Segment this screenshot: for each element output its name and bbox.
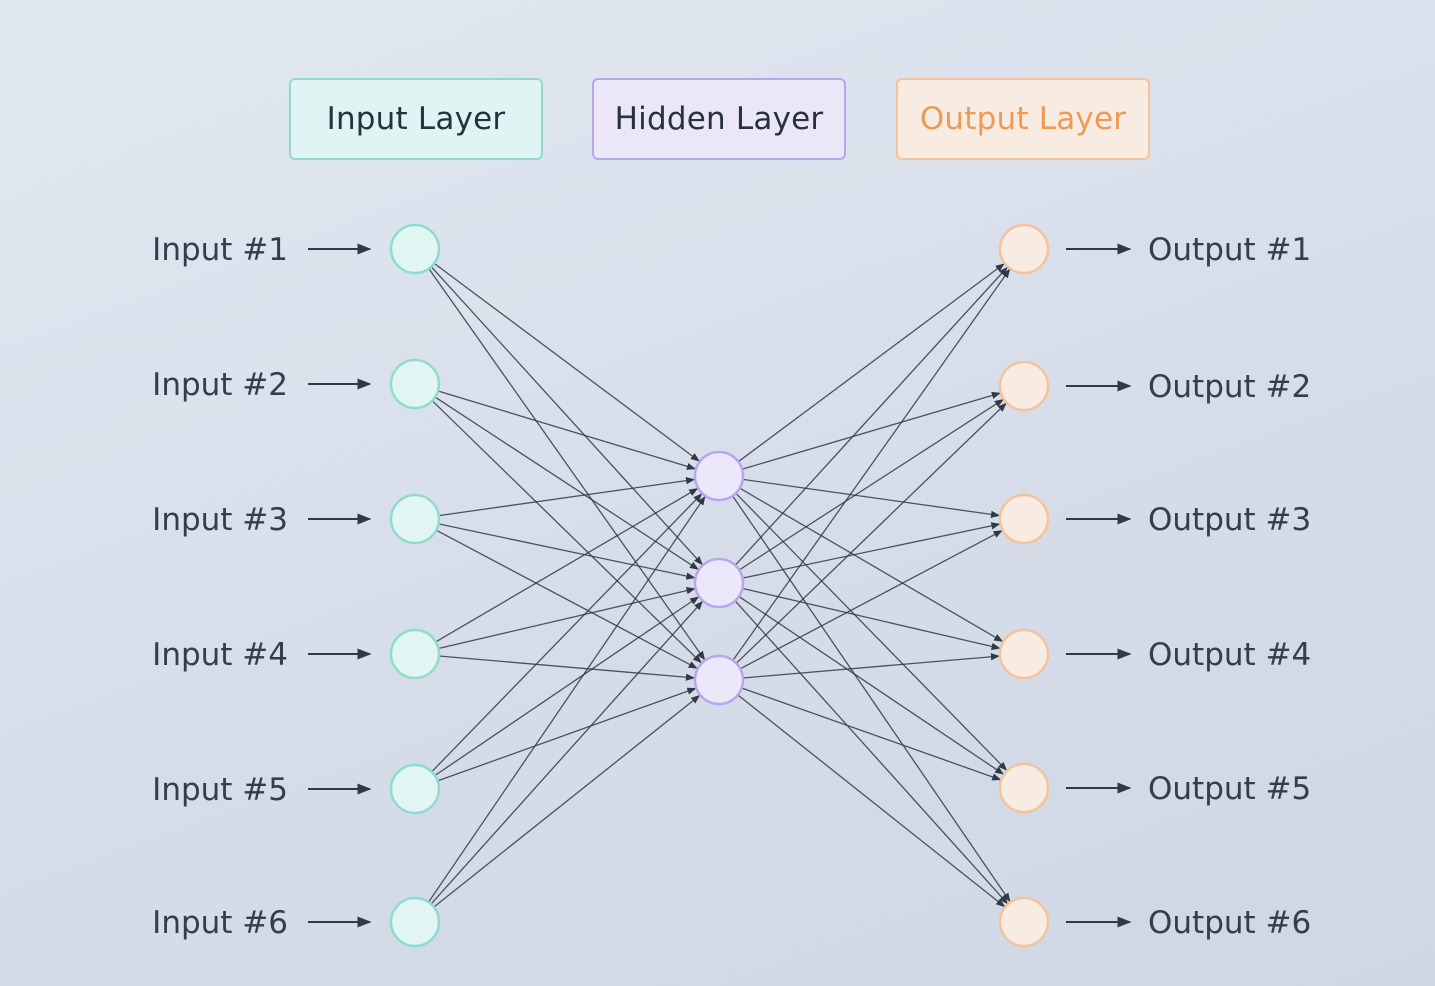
edge-input-4-hidden-1 (435, 488, 699, 643)
edge-input-2-hidden-3 (431, 400, 702, 664)
input-label-4: Input #4 (152, 637, 288, 673)
output-node-5 (998, 762, 1050, 814)
output-node-6 (998, 896, 1050, 948)
edge-hidden-3-output-3 (739, 530, 1003, 670)
edge-hidden-1-output-3 (742, 478, 1001, 518)
output-node-2 (998, 360, 1050, 412)
edge-hidden-2-output-6 (734, 600, 1008, 905)
output-label-1: Output #1 (1148, 232, 1311, 268)
edge-hidden-2-output-4 (742, 587, 1001, 650)
legend-hidden-layer: Hidden Layer (592, 78, 846, 160)
edge-input-3-hidden-1 (438, 477, 696, 517)
input-label-6: Input #6 (152, 905, 288, 941)
edge-input-1-hidden-2 (430, 266, 703, 566)
edge-hidden-1-output-5 (735, 492, 1008, 771)
edge-hidden-1-output-6 (731, 495, 1011, 903)
input-node-2 (389, 358, 441, 410)
output-label-2: Output #2 (1148, 369, 1311, 405)
connection-lines (427, 262, 1011, 908)
edge-hidden-3-output-5 (741, 687, 1002, 781)
edge-input-3-hidden-3 (435, 529, 698, 669)
input-label-1: Input #1 (152, 232, 288, 268)
edge-input-1-hidden-3 (428, 268, 706, 661)
edge-hidden-2-output-3 (742, 522, 1001, 579)
legend-input-layer: Input Layer (289, 78, 543, 160)
legend-output-layer: Output Layer (896, 78, 1150, 160)
edge-hidden-2-output-1 (734, 266, 1008, 566)
output-label-4: Output #4 (1148, 637, 1311, 673)
legend-output-layer-label: Output Layer (919, 101, 1127, 137)
hidden-node-2 (693, 557, 745, 609)
output-node-4 (998, 628, 1050, 680)
edge-hidden-2-output-2 (738, 399, 1004, 571)
io-arrows (308, 243, 1132, 928)
edge-input-1-hidden-1 (433, 262, 700, 462)
hidden-node-1 (693, 450, 745, 502)
edge-input-4-hidden-2 (438, 587, 696, 650)
edge-input-4-hidden-3 (438, 655, 696, 681)
output-node-1 (998, 223, 1050, 275)
input-node-5 (389, 763, 441, 815)
edge-hidden-3-output-1 (732, 268, 1011, 661)
edge-input-5-hidden-3 (437, 687, 697, 782)
edge-input-6-hidden-2 (430, 600, 703, 905)
edge-hidden-1-output-4 (739, 487, 1004, 642)
legend-input-layer-label: Input Layer (326, 101, 506, 137)
edge-hidden-3-output-6 (737, 694, 1006, 908)
edge-input-3-hidden-2 (438, 523, 696, 580)
edge-input-6-hidden-1 (427, 495, 706, 903)
edge-input-5-hidden-2 (434, 596, 700, 777)
edge-hidden-2-output-5 (738, 595, 1005, 775)
edge-hidden-3-output-2 (735, 402, 1007, 664)
input-node-4 (389, 628, 441, 680)
output-node-3 (998, 493, 1050, 545)
input-node-6 (389, 896, 441, 948)
input-node-3 (389, 493, 441, 545)
edge-hidden-1-output-1 (737, 263, 1005, 463)
input-node-1 (389, 223, 441, 275)
edge-input-5-hidden-1 (431, 493, 703, 773)
output-label-5: Output #5 (1148, 771, 1311, 807)
network-nodes (389, 223, 1050, 948)
edge-hidden-3-output-4 (742, 653, 1001, 679)
input-label-3: Input #3 (152, 502, 288, 538)
node-labels: Input #1 Input #2 Input #3 Input #4 Input #5… (152, 232, 1311, 941)
edge-input-6-hidden-3 (433, 695, 701, 908)
hidden-node-3 (693, 654, 745, 706)
edge-hidden-1-output-2 (741, 391, 1001, 470)
legend-hidden-layer-label: Hidden Layer (614, 101, 824, 137)
input-label-2: Input #2 (152, 367, 288, 403)
input-label-5: Input #5 (152, 772, 288, 808)
edge-input-2-hidden-2 (434, 396, 699, 570)
output-label-6: Output #6 (1148, 905, 1311, 941)
output-label-3: Output #3 (1148, 502, 1311, 538)
edge-input-2-hidden-1 (437, 390, 696, 470)
